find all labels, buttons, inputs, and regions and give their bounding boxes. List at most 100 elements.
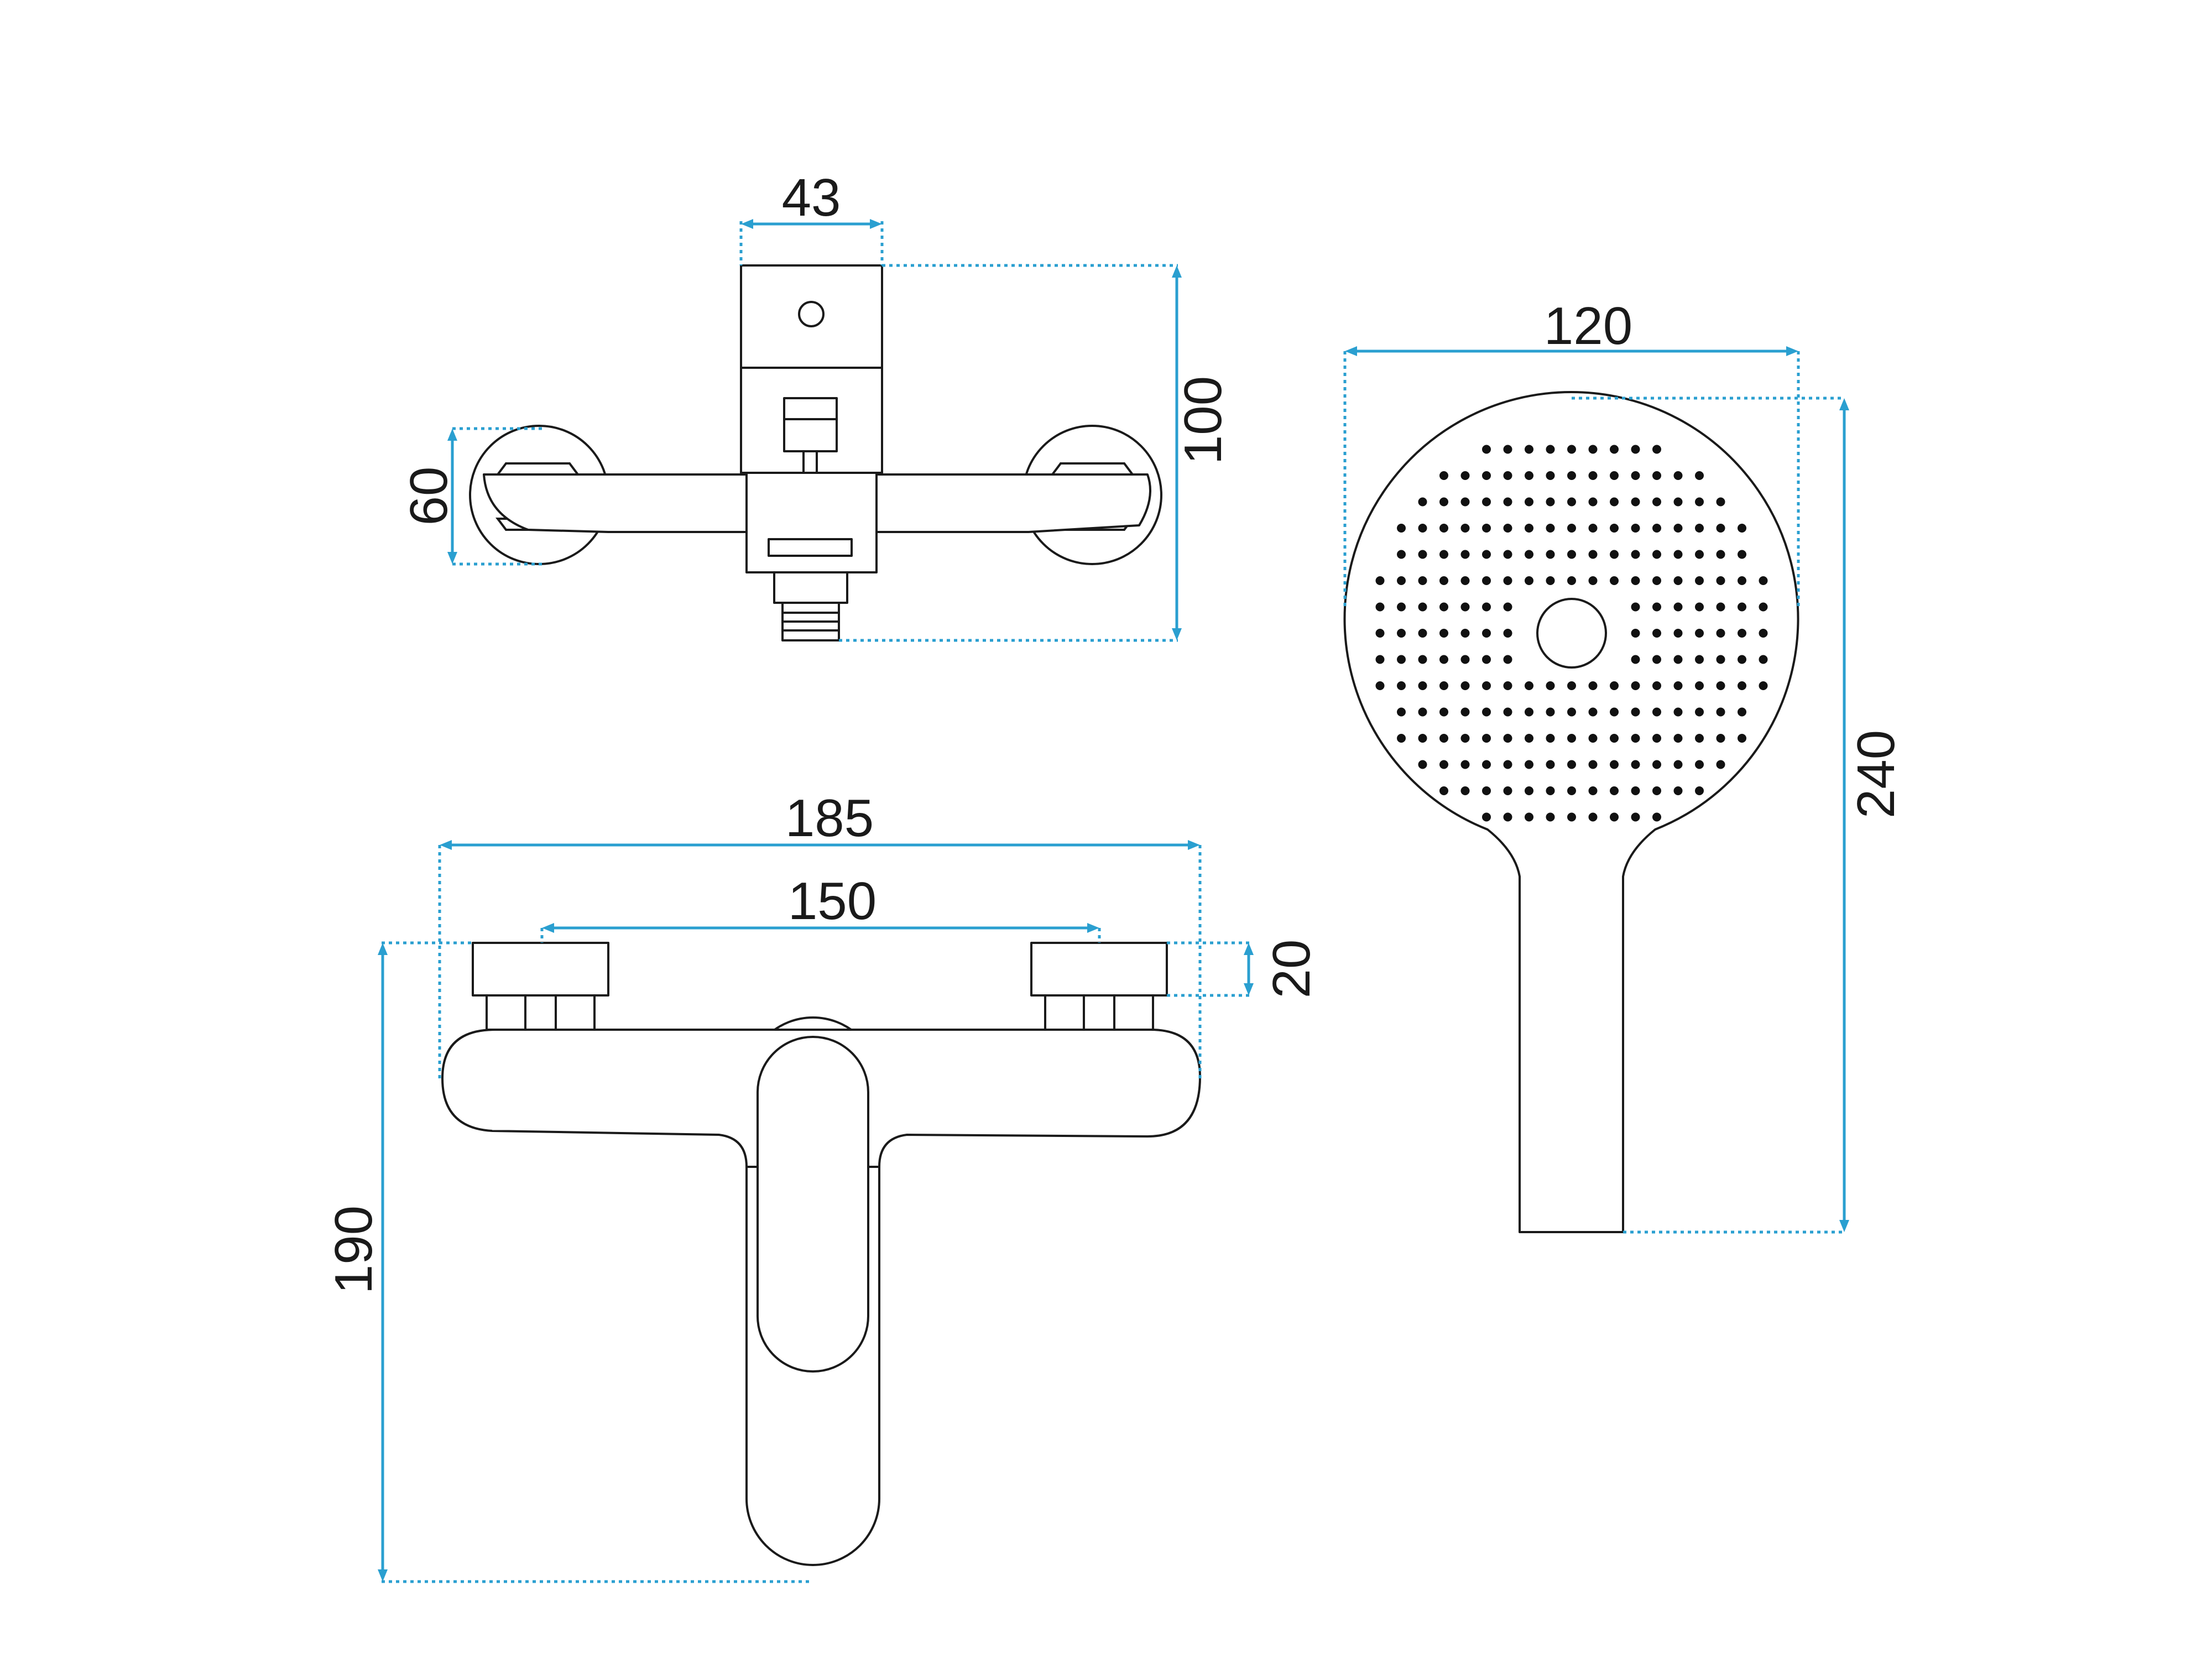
- nozzle-dot: [1695, 629, 1704, 638]
- nozzle-dot: [1418, 576, 1427, 585]
- nozzle-dot: [1375, 681, 1385, 690]
- nozzle-dot: [1652, 576, 1661, 585]
- nozzle-dot: [1546, 471, 1555, 480]
- nozzle-dot: [1652, 471, 1661, 480]
- nozzle-dot: [1567, 550, 1576, 559]
- nozzle-dot: [1503, 629, 1512, 638]
- nozzle-dot: [1546, 576, 1555, 585]
- nozzle-dot: [1567, 497, 1576, 507]
- nozzle-dot: [1503, 707, 1512, 717]
- nozzle-dot: [1652, 681, 1661, 690]
- nozzle-dot: [1652, 734, 1661, 743]
- nozzle-dot: [1503, 681, 1512, 690]
- nozzle-dot: [1525, 760, 1533, 769]
- nozzle-dot: [1546, 550, 1555, 559]
- nozzle-dot: [1482, 707, 1491, 717]
- nozzle-dot: [1631, 576, 1640, 585]
- nozzle-dot: [1439, 576, 1448, 585]
- nozzle-dot: [1738, 655, 1746, 664]
- nozzle-dot: [1588, 550, 1598, 559]
- nozzle-dot: [1695, 524, 1704, 533]
- nozzle-dot: [1695, 602, 1704, 612]
- nozzle-dot: [1588, 707, 1598, 717]
- nozzle-dot: [1695, 497, 1704, 507]
- nozzle-dot: [1652, 707, 1661, 717]
- nozzle-dot: [1695, 471, 1704, 480]
- nozzle-dot: [1546, 445, 1555, 454]
- nozzle-dot: [1482, 550, 1491, 559]
- nozzle-dot: [1397, 550, 1406, 559]
- nozzle-dot: [1631, 445, 1640, 454]
- nozzle-dot: [1503, 471, 1512, 480]
- nozzle-dot: [1482, 655, 1491, 664]
- nozzle-dot: [1546, 497, 1555, 507]
- nozzle-dot: [1397, 707, 1406, 717]
- nozzle-dot: [1546, 812, 1555, 822]
- spray-nozzles: [1375, 445, 1768, 822]
- nozzle-dot: [1567, 786, 1576, 795]
- nozzle-dot: [1567, 471, 1576, 480]
- nozzle-dot: [1673, 681, 1683, 690]
- nozzle-dot: [1418, 681, 1427, 690]
- nozzle-dot: [1695, 760, 1704, 769]
- nozzle-dot: [1588, 812, 1598, 822]
- nozzle-dot: [1418, 760, 1427, 769]
- nozzle-dot: [1716, 550, 1725, 559]
- nozzle-dot: [1716, 760, 1725, 769]
- nozzle-dot: [1503, 655, 1512, 664]
- nozzle-dot: [1567, 812, 1576, 822]
- nozzle-dot: [1567, 445, 1576, 454]
- nozzle-dot: [1759, 576, 1768, 585]
- nozzle-dot: [1631, 497, 1640, 507]
- nozzle-dot: [1631, 760, 1640, 769]
- dim-front-spacing: 150: [788, 872, 877, 931]
- nozzle-dot: [1610, 445, 1619, 454]
- nozzle-dot: [1610, 550, 1619, 559]
- nozzle-dot: [1610, 471, 1619, 480]
- nozzle-dot: [1482, 629, 1491, 638]
- nozzle-dot: [1375, 629, 1385, 638]
- nozzle-dot: [1738, 550, 1746, 559]
- nozzle-dot: [1418, 497, 1427, 507]
- nozzle-dot: [1397, 602, 1406, 612]
- nozzle-dot: [1695, 576, 1704, 585]
- nozzle-dot: [1503, 550, 1512, 559]
- nozzle-dot: [1397, 576, 1406, 585]
- nozzle-dot: [1695, 550, 1704, 559]
- mixer-top-view: [469, 264, 1162, 641]
- nozzle-dot: [1418, 655, 1427, 664]
- dim-top-width: 43: [782, 168, 841, 227]
- nozzle-dot: [1482, 471, 1491, 480]
- nozzle-dot: [1716, 655, 1725, 664]
- nozzle-dot: [1439, 655, 1448, 664]
- nozzle-dot: [1673, 707, 1683, 717]
- nozzle-dot: [1567, 524, 1576, 533]
- nozzle-dot: [1652, 524, 1661, 533]
- nozzle-dot: [1546, 524, 1555, 533]
- nozzle-dot: [1738, 681, 1746, 690]
- nozzle-dot: [1759, 681, 1768, 690]
- nozzle-dot: [1652, 497, 1661, 507]
- nozzle-dot: [1673, 471, 1683, 480]
- nozzle-dot: [1439, 602, 1448, 612]
- nozzle-dot: [1673, 524, 1683, 533]
- nozzle-dot: [1460, 681, 1470, 690]
- nozzle-dot: [1716, 681, 1725, 690]
- nozzle-dot: [1588, 471, 1598, 480]
- nozzle-dot: [1673, 786, 1683, 795]
- nozzle-dot: [1503, 497, 1512, 507]
- nozzle-dot: [1503, 445, 1512, 454]
- nozzle-dot: [1397, 734, 1406, 743]
- nozzle-dot: [1439, 497, 1448, 507]
- nozzle-dot: [1482, 576, 1491, 585]
- nozzle-dot: [1673, 655, 1683, 664]
- nozzle-dot: [1482, 760, 1491, 769]
- nozzle-dot: [1588, 786, 1598, 795]
- nozzle-dot: [1695, 655, 1704, 664]
- nozzle-dot: [1631, 707, 1640, 717]
- nozzle-dot: [1652, 786, 1661, 795]
- nozzle-dot: [1482, 734, 1491, 743]
- dim-front-total: 185: [785, 789, 874, 848]
- dim-front-rosette: 20: [1262, 940, 1321, 999]
